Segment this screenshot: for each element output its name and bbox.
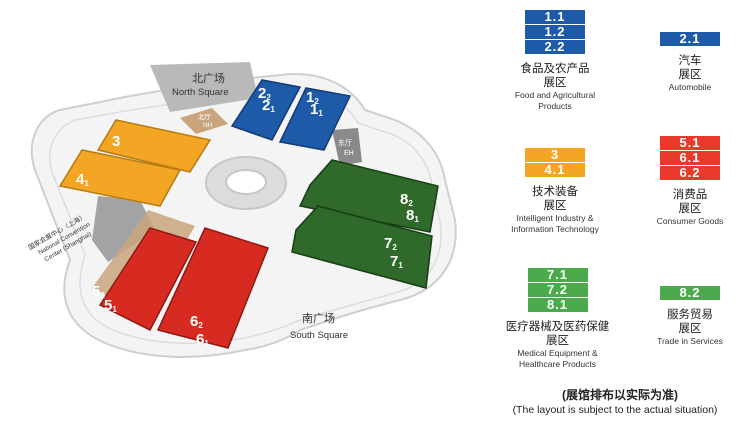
legend-title-cn: 技术装备 bbox=[532, 186, 578, 198]
layout-note-en: (The layout is subject to the actual sit… bbox=[512, 404, 718, 416]
legend-title-cn: 食品及农产品 bbox=[520, 63, 590, 75]
north-square-cn: 北广场 bbox=[192, 71, 225, 85]
east-hall-cn: 东厅 bbox=[338, 138, 352, 147]
hall-8-block bbox=[298, 159, 439, 233]
east-hall bbox=[332, 128, 362, 166]
hall-3-block bbox=[96, 119, 212, 173]
legend-subtitle-cn: 展区 bbox=[543, 77, 567, 89]
legend-title-en: Information Technology bbox=[511, 224, 599, 234]
legend-subtitle-cn: 展区 bbox=[678, 69, 702, 81]
hall-6-block bbox=[156, 227, 269, 349]
hall-1-block bbox=[278, 87, 352, 151]
legend-badges: 8.2 bbox=[660, 286, 720, 301]
hall-badge: 4.1 bbox=[525, 163, 585, 177]
venue-map: 北广场 North Square 北厅 NH 东厅 EH 南广场 South S… bbox=[27, 62, 457, 358]
legend-title-cn: 消费品 bbox=[672, 189, 708, 201]
north-square bbox=[150, 62, 258, 112]
north-square-en: North Square bbox=[172, 87, 229, 98]
east-hall-en: EH bbox=[344, 150, 354, 157]
central-ring-hole bbox=[225, 169, 267, 195]
legend-title-en: Medical Equipment & bbox=[517, 348, 598, 358]
hall-badge: 2.1 bbox=[660, 32, 720, 46]
hall-label-3: 3 bbox=[112, 133, 120, 150]
hall-badge: 8.2 bbox=[660, 286, 720, 300]
legend-title-en: Automobile bbox=[668, 82, 712, 92]
hall-badge: 5.1 bbox=[660, 136, 720, 150]
west-entrance bbox=[92, 196, 155, 262]
legend-title-cn: 服务贸易 bbox=[667, 309, 713, 321]
hall-badge: 7.1 bbox=[527, 268, 588, 282]
hall-badge: 7.2 bbox=[527, 283, 588, 297]
legend-subtitle-cn: 展区 bbox=[543, 200, 567, 212]
legend-title-en: Healthcare Products bbox=[518, 359, 596, 369]
legend-subtitle-cn: 展区 bbox=[546, 335, 569, 347]
legend-title-en: Intelligent Industry & bbox=[516, 213, 594, 223]
legend-subtitle-cn: 展区 bbox=[678, 203, 702, 215]
north-hall-en: NH bbox=[203, 122, 213, 129]
hall-7-block bbox=[291, 205, 433, 289]
hall-badge: 1.1 bbox=[525, 10, 585, 24]
south-square-en: South Square bbox=[290, 330, 348, 341]
hall-2-block bbox=[230, 79, 302, 141]
hall-badge: 1.2 bbox=[525, 25, 585, 39]
legend-title-cn: 汽车 bbox=[678, 55, 702, 67]
legend-title-cn: 医疗器械及医药保健 bbox=[505, 321, 610, 333]
hall-4-block bbox=[58, 149, 182, 207]
hall-badge: 2.2 bbox=[525, 40, 585, 54]
hall-badge: 6.1 bbox=[660, 151, 720, 165]
legend-title-en: Food and Agricultural bbox=[514, 90, 596, 100]
hall-badge: 8.1 bbox=[527, 298, 588, 312]
legend-title-en: Products bbox=[538, 101, 572, 111]
legend-title-en: Trade in Services bbox=[657, 336, 723, 346]
legend-subtitle-cn: 展区 bbox=[678, 323, 702, 335]
hall-badge: 3 bbox=[525, 148, 585, 162]
south-square-cn: 南广场 bbox=[302, 311, 335, 325]
hall-5-block bbox=[98, 227, 198, 332]
legend-badges: 2.1 bbox=[660, 32, 720, 47]
layout-note-cn: (展馆排布以实际为准) bbox=[562, 388, 678, 402]
north-hall-cn: 北厅 bbox=[198, 113, 212, 121]
hall-badge: 6.2 bbox=[660, 166, 720, 180]
north-hall bbox=[180, 108, 228, 134]
legend-title-en: Consumer Goods bbox=[656, 216, 724, 226]
